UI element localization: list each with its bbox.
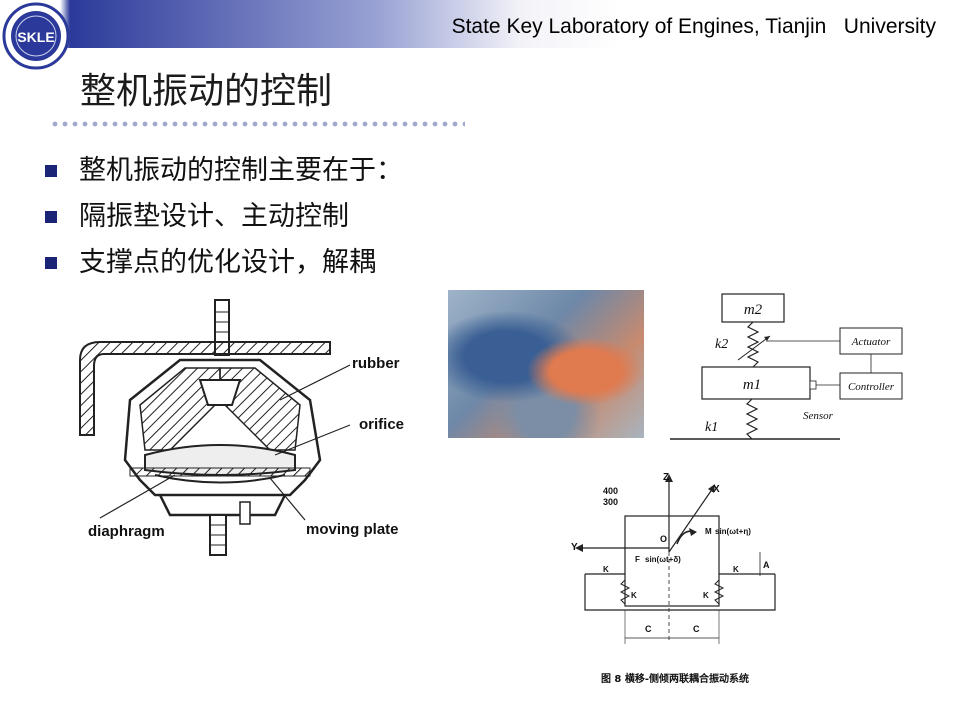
moment-equation: sin(ωt+η)	[715, 527, 751, 536]
spring-label-k: K	[733, 565, 739, 574]
c-dimension-label: C	[693, 624, 700, 634]
lab-title: State Key Laboratory of Engines, Tianjin…	[451, 15, 936, 38]
engine-mount-diagram: rubber orifice diaphragm moving plate	[60, 290, 440, 570]
axis-z-label: Z	[663, 472, 669, 483]
origin-label: O	[660, 534, 667, 544]
label-m2: m2	[744, 302, 763, 318]
label-k2: k2	[715, 337, 728, 352]
dim-label: 300	[603, 497, 618, 507]
spring-label-k: K	[703, 591, 709, 600]
figure-caption: 图 8 横移-侧倾两联耦合振动系统	[601, 672, 749, 685]
title-divider	[50, 120, 465, 128]
bullet-item: 整机振动的控制主要在于：	[45, 148, 403, 194]
label-k1: k1	[705, 420, 718, 435]
force-equation: sin(ωt+δ)	[645, 555, 681, 564]
dim-label: 400	[603, 486, 618, 496]
bullet-text: 隔振垫设计、主动控制	[79, 201, 349, 232]
label-rubber: rubber	[352, 355, 400, 372]
label-sensor: Sensor	[803, 410, 834, 422]
active-control-diagram: m2 k2 m1 k1 Actuator Controller Sensor	[660, 288, 930, 448]
bullet-square-icon	[45, 165, 57, 177]
moment-label: M	[705, 527, 712, 536]
spring-label-k: K	[631, 591, 637, 600]
label-orifice: orifice	[359, 416, 404, 433]
label-controller: Controller	[848, 381, 895, 393]
bullet-list: 整机振动的控制主要在于： 隔振垫设计、主动控制 支撑点的优化设计，解耦	[45, 148, 403, 286]
bullet-text: 整机振动的控制主要在于：	[79, 155, 403, 186]
bullet-text: 支撑点的优化设计，解耦	[79, 247, 376, 278]
a-dimension-label: A	[763, 560, 770, 570]
lab-logo: SKLE	[2, 2, 70, 70]
logo-text: SKLE	[17, 29, 54, 45]
axis-x-label: X	[713, 484, 720, 495]
label-moving-plate: moving plate	[306, 521, 399, 538]
coupled-vibration-diagram: 400 300 Z X Y O M sin(ωt+η) F sin(ωt+δ) …	[565, 470, 795, 690]
bullet-square-icon	[45, 211, 57, 223]
bullet-square-icon	[45, 257, 57, 269]
force-label: F	[635, 555, 640, 564]
label-actuator: Actuator	[851, 336, 891, 348]
bullet-item: 隔振垫设计、主动控制	[45, 194, 403, 240]
label-m1: m1	[743, 377, 761, 393]
label-diaphragm: diaphragm	[88, 523, 165, 540]
header-bar	[0, 0, 960, 48]
bullet-item: 支撑点的优化设计，解耦	[45, 240, 403, 286]
engine-photo	[448, 290, 644, 438]
slide-title: 整机振动的控制	[80, 71, 333, 112]
axis-y-label: Y	[571, 542, 578, 553]
c-dimension-label: C	[645, 624, 652, 634]
spring-label-k: K	[603, 565, 609, 574]
